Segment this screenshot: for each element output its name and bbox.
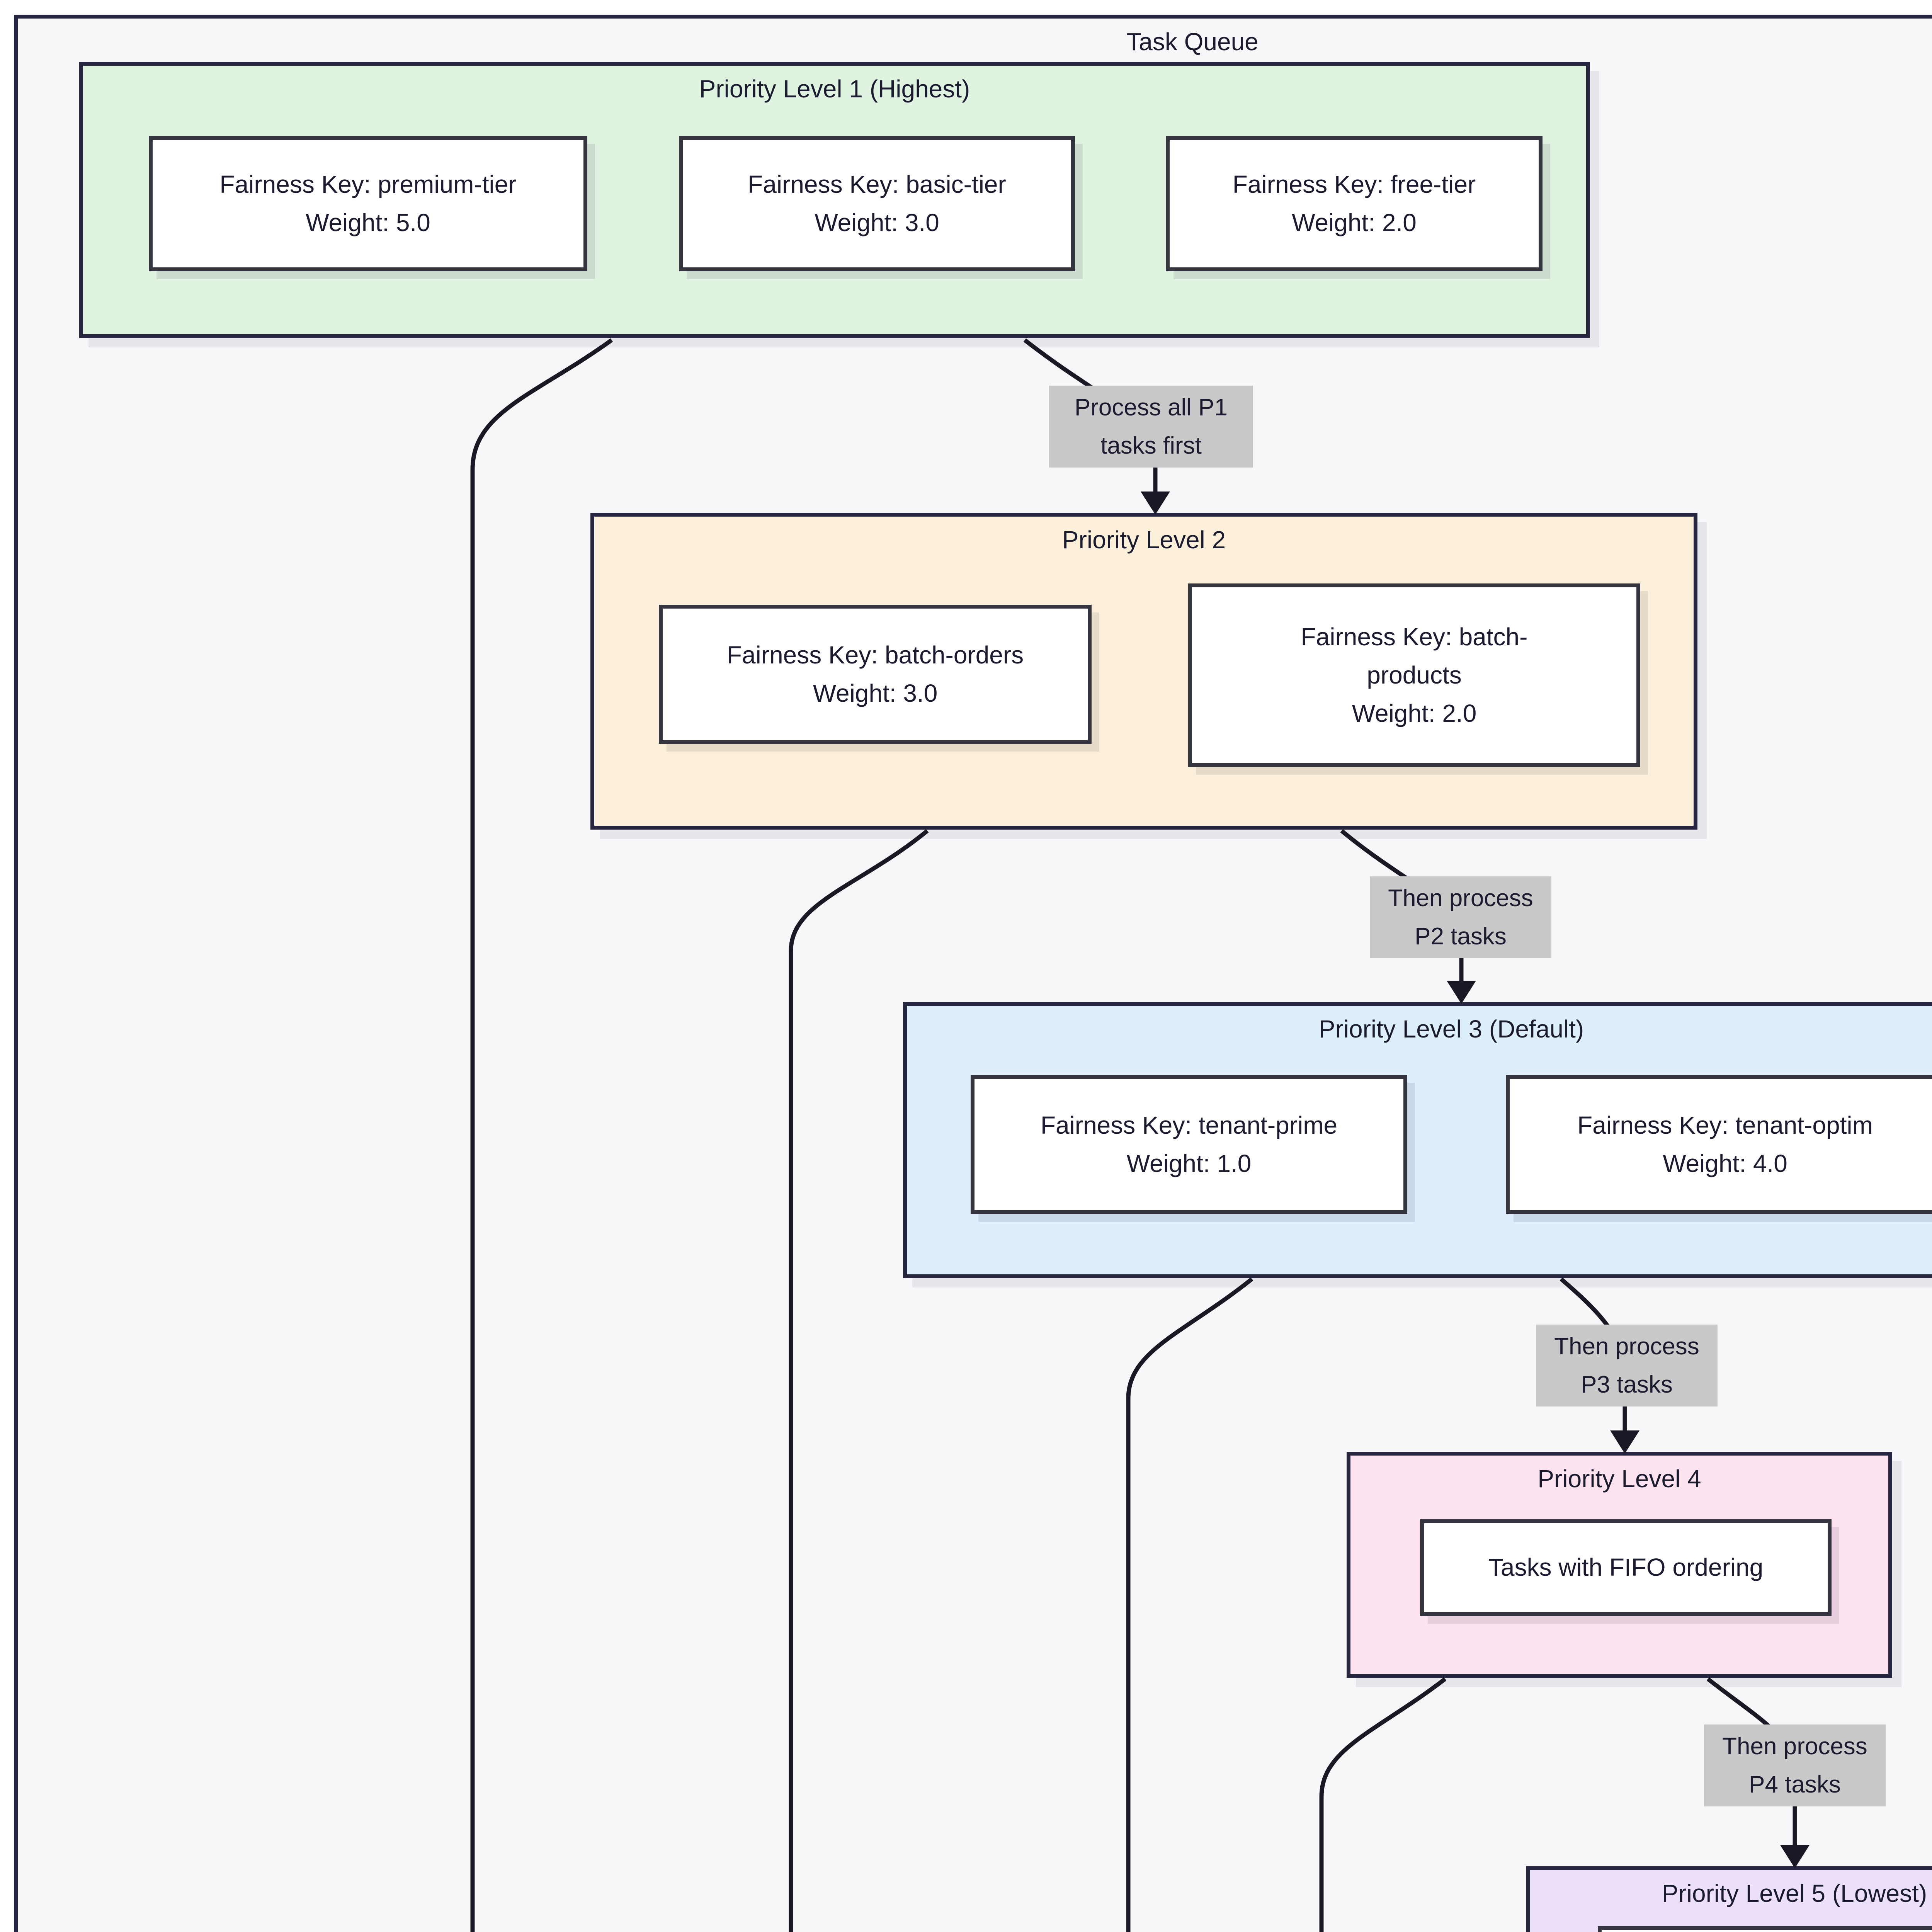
node-text-line: Weight: 4.0 <box>1663 1150 1787 1177</box>
cluster-priority-level-1: Priority Level 1 (Highest) Fairness Key:… <box>79 62 1590 338</box>
node-text-line: Weight: 2.0 <box>1352 699 1477 728</box>
edge-label-line: Then process <box>1554 1333 1699 1360</box>
node-text-line: Fairness Key: tenant-prime <box>1040 1111 1338 1139</box>
edge-label-line: Process all P1 <box>1074 394 1228 421</box>
node-fairness-batch-orders: Fairness Key: batch-orders Weight: 3.0 <box>659 605 1092 744</box>
edge-label-then-process-p4: Then process P4 tasks <box>1704 1725 1886 1806</box>
node-p5-fifo-ordering: Tasks with FIFO ordering <box>1598 1926 1932 1932</box>
node-text-line: Fairness Key: premium-tier <box>219 170 517 198</box>
edge-label-line: P4 tasks <box>1749 1771 1841 1798</box>
cluster-priority-level-5: Priority Level 5 (Lowest) Tasks with FIF… <box>1526 1866 1932 1932</box>
edge-label-line: Then process <box>1388 884 1533 912</box>
node-text-line: Weight: 3.0 <box>815 209 939 236</box>
cluster-priority-level-3: Priority Level 3 (Default) Fairness Key:… <box>903 1002 1932 1278</box>
cluster-priority-level-4-title: Priority Level 4 <box>1537 1465 1701 1493</box>
node-text-line: Weight: 2.0 <box>1292 209 1417 236</box>
node-fairness-premium-tier: Fairness Key: premium-tier Weight: 5.0 <box>149 136 587 271</box>
node-text-line: Tasks with FIFO ordering <box>1488 1553 1764 1582</box>
edge-label-line: P3 tasks <box>1581 1371 1673 1398</box>
node-fairness-tenant-prime: Fairness Key: tenant-prime Weight: 1.0 <box>971 1075 1407 1214</box>
edge-label-process-all-p1: Process all P1 tasks first <box>1049 386 1253 468</box>
node-p4-fifo-ordering: Tasks with FIFO ordering <box>1420 1519 1832 1616</box>
cluster-priority-level-1-title: Priority Level 1 (Highest) <box>699 75 970 103</box>
cluster-priority-level-3-title: Priority Level 3 (Default) <box>1318 1015 1584 1043</box>
edge-label-line: tasks first <box>1100 432 1202 459</box>
cluster-priority-level-4: Priority Level 4 Tasks with FIFO orderin… <box>1347 1452 1892 1678</box>
edge-label-line: Then process <box>1722 1733 1867 1760</box>
node-text-line: Fairness Key: tenant-optim <box>1577 1111 1873 1139</box>
node-text-line: Weight: 3.0 <box>813 679 938 707</box>
edge-label-then-process-p3: Then process P3 tasks <box>1536 1325 1718 1406</box>
edge-label-then-process-p2: Then process P2 tasks <box>1370 876 1551 958</box>
node-text-line: Fairness Key: free-tier <box>1232 170 1476 198</box>
cluster-priority-level-5-title: Priority Level 5 (Lowest) <box>1662 1879 1927 1907</box>
node-text-line: Weight: 1.0 <box>1126 1150 1252 1177</box>
node-fairness-basic-tier: Fairness Key: basic-tier Weight: 3.0 <box>679 136 1075 271</box>
edge-label-line: P2 tasks <box>1415 923 1507 950</box>
node-fairness-tenant-optim: Fairness Key: tenant-optim Weight: 4.0 <box>1506 1075 1932 1214</box>
node-fairness-free-tier: Fairness Key: free-tier Weight: 2.0 <box>1166 136 1543 271</box>
node-text-line: products <box>1367 661 1462 689</box>
node-text-line: Fairness Key: basic-tier <box>748 170 1006 198</box>
cluster-priority-level-2: Priority Level 2 Fairness Key: batch-ord… <box>590 513 1697 830</box>
task-queue-title: Task Queue <box>1126 28 1259 56</box>
node-fairness-batch-products: Fairness Key: batch- products Weight: 2.… <box>1188 583 1640 767</box>
node-text-line: Fairness Key: batch- <box>1301 622 1528 651</box>
task-queue-container: Task Queue Priority Level 1 (Highest) Fa… <box>14 15 1932 1932</box>
node-text-line: Weight: 5.0 <box>306 209 430 236</box>
node-text-line: Fairness Key: batch-orders <box>726 641 1024 669</box>
cluster-priority-level-2-title: Priority Level 2 <box>1062 526 1226 554</box>
